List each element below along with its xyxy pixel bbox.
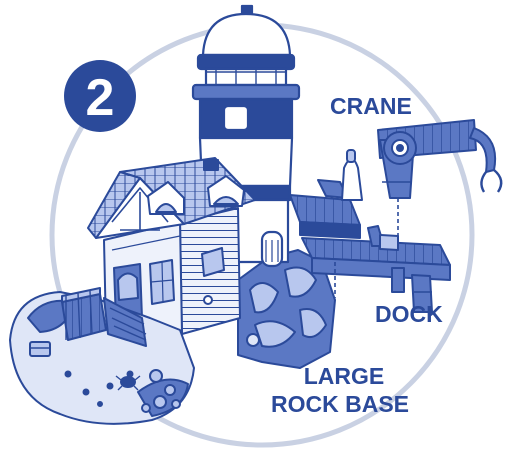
crane <box>377 119 503 199</box>
dock-label: DOCK <box>375 301 443 327</box>
dock <box>289 149 451 313</box>
crab-icon <box>115 375 141 391</box>
large-rock-base-label-line2: ROCK BASE <box>271 391 409 417</box>
small-rock-island <box>9 287 195 425</box>
crane-label: CRANE <box>330 93 412 119</box>
large-rock-base-label-line1: LARGE <box>304 363 385 389</box>
step-number-badge: 2 <box>64 60 136 132</box>
step-number: 2 <box>86 69 115 127</box>
large-rock-base <box>237 249 336 369</box>
